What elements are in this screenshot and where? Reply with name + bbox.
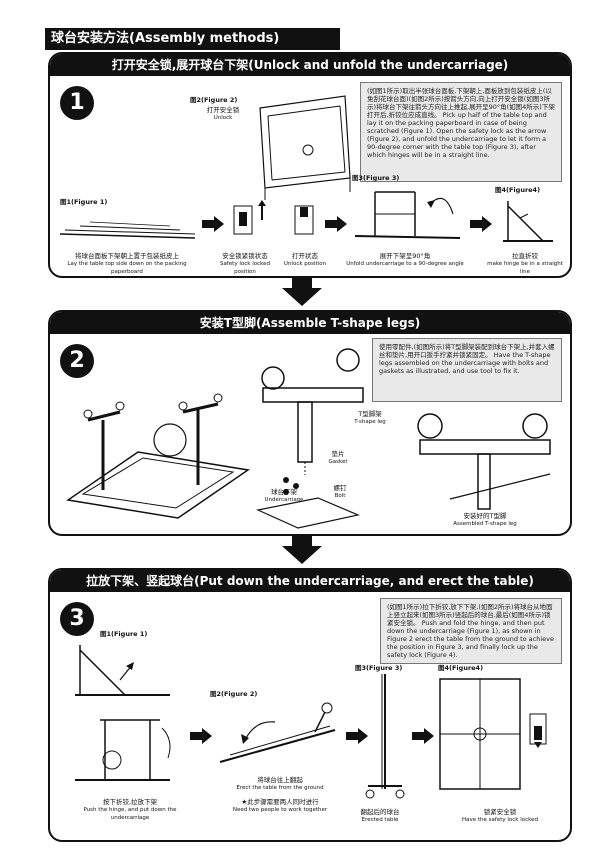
- step1-number: 1: [60, 86, 94, 120]
- step1-note: (如图1所示)取出半张球台面板,下架朝上,面板放到包装纸皮上(以免刮花球台面)(…: [360, 82, 562, 182]
- step2-frame-drawing: [66, 393, 250, 519]
- step3-fig3-drawing: [365, 674, 405, 799]
- step1-title: 打开安全锁,展开球台下架(Unlock and unfold the under…: [50, 54, 570, 76]
- arrow-icon: [412, 728, 434, 744]
- arrow-icon: [190, 728, 212, 744]
- step3-note: (如图1所示)拉下折铰,放下下架,(如图2所示)将球台从地面上竖立起来(如图3所…: [380, 598, 562, 664]
- step1-fig2-drawing: [259, 95, 351, 200]
- down-arrow-icon: [282, 534, 322, 564]
- step1-fig2-label: 图2(Figure 2): [190, 96, 238, 104]
- step3-fig4-label: 图4(Figure4): [438, 664, 484, 672]
- step1-fig4-drawing: [503, 201, 553, 242]
- up-arrow-icon: [258, 200, 266, 220]
- step2-panel: 安装T型脚(Assemble T-shape legs) 2 使用零配件,(如图…: [48, 310, 572, 536]
- step1-fig3-label: 图3(Figure 3): [352, 174, 400, 182]
- step3-fig4-drawing: [439, 678, 547, 790]
- step2-assembled-drawing: [417, 413, 551, 510]
- step3-fig1-drawing: [75, 645, 171, 781]
- step2-tleg-drawing: [256, 348, 364, 529]
- step3-fig1-label: 图1(Figure 1): [100, 630, 148, 638]
- arrow-icon: [325, 216, 347, 232]
- step1-fig4-label: 图4(Figure4): [495, 186, 541, 194]
- lock-locked-icon: [233, 205, 253, 235]
- step1-fig1-label: 图1(Figure 1): [60, 198, 108, 206]
- step3-title: 拉放下架、竖起球台(Put down the undercarriage, an…: [50, 570, 570, 592]
- step1-panel: 打开安全锁,展开球台下架(Unlock and unfold the under…: [48, 52, 572, 278]
- arrow-icon: [202, 216, 224, 232]
- step3-fig3-label: 图3(Figure 3): [355, 664, 403, 672]
- arrow-icon: [470, 216, 492, 232]
- lock-open-icon: [294, 205, 314, 235]
- step2-note: 使用零配件,(如图所示)将T型脚架装配到球台下架上,并套入螺丝和垫片,用开口扳手…: [372, 338, 562, 402]
- step2-title: 安装T型脚(Assemble T-shape legs): [50, 312, 570, 334]
- step1-fig1-drawing: [59, 221, 196, 239]
- step1-fig3-drawing: [354, 191, 461, 239]
- step3-fig2-drawing: [219, 702, 336, 763]
- down-arrow-icon: [282, 276, 322, 306]
- arrow-icon: [346, 728, 368, 744]
- step2-number: 2: [60, 344, 94, 378]
- step3-panel: 拉放下架、竖起球台(Put down the undercarriage, an…: [48, 568, 572, 842]
- step3-number: 3: [60, 602, 94, 636]
- section-header: 球台安装方法(Assembly methods): [45, 28, 340, 50]
- step3-fig2-label: 图2(Figure 2): [210, 690, 258, 698]
